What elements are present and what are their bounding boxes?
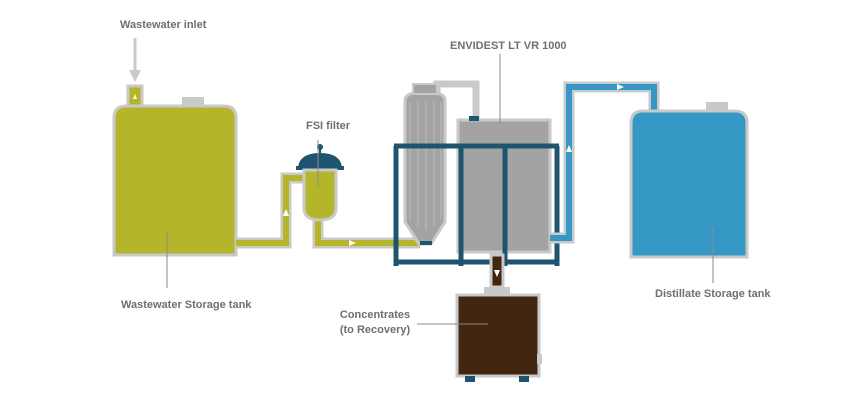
wastewater-inlet <box>126 38 144 110</box>
label-concentrates-line2: (to Recovery) <box>339 324 411 336</box>
flow-arrow-up-icon <box>283 209 289 216</box>
label-distillate-storage-tank: Distillate Storage tank <box>655 288 771 300</box>
label-concentrates: Concentrates (to Recovery) <box>335 308 415 338</box>
pipe-filter-to-evaporator <box>312 218 420 249</box>
label-envidest: ENVIDEST LT VR 1000 <box>450 40 567 52</box>
flow-arrow-down-icon <box>494 270 500 277</box>
distillate-storage-tank <box>629 102 749 283</box>
label-concentrates-line1: Concentrates <box>339 309 411 321</box>
pipe-tank-to-filter <box>236 172 312 249</box>
pipe-distillate <box>550 81 660 244</box>
concentrates-container <box>417 287 542 382</box>
label-fsi-filter: FSI filter <box>306 120 351 132</box>
support-frame <box>393 143 560 266</box>
flow-arrow-up-icon-2 <box>566 145 572 152</box>
pipe-concentrate <box>489 253 505 289</box>
flow-arrow-right-icon <box>349 240 356 246</box>
label-wastewater-storage-tank: Wastewater Storage tank <box>121 299 252 311</box>
fsi-filter <box>296 140 344 222</box>
label-wastewater-inlet: Wastewater inlet <box>120 19 207 31</box>
wastewater-storage-tank <box>112 97 238 288</box>
flow-arrow-right-icon-2 <box>617 84 624 90</box>
envidest-unit <box>393 54 560 266</box>
